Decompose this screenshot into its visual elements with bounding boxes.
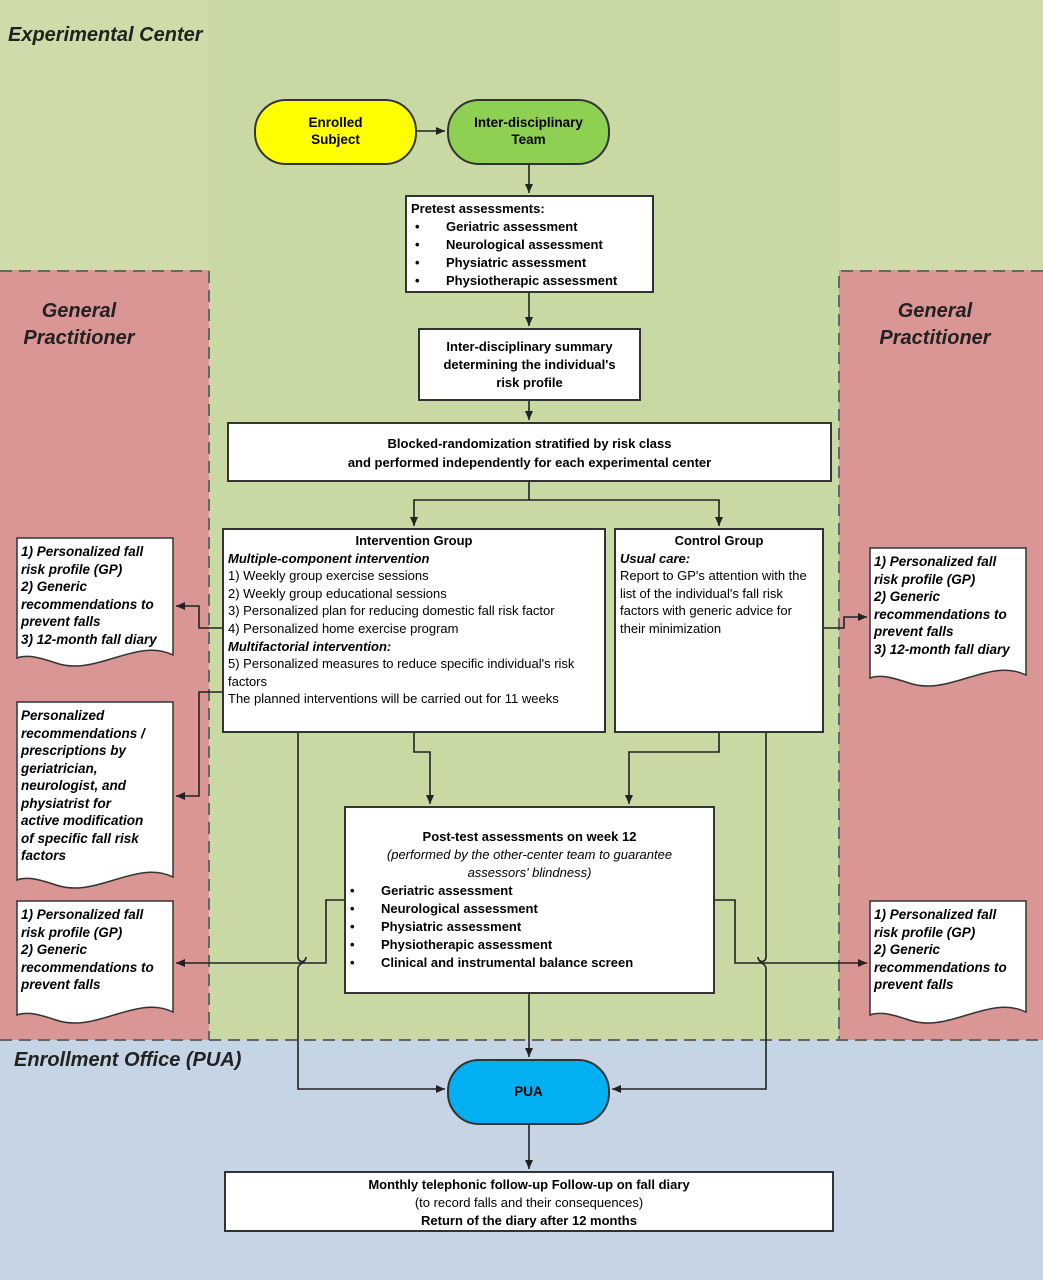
list-item: Physiatric assessment (411, 254, 648, 272)
intervention-group-box: Intervention Group Multiple-component in… (222, 528, 606, 733)
posttest-assessments-box: Post-test assessments on week 12 (perfor… (344, 806, 715, 994)
experimental-center-title: Experimental Center (8, 24, 203, 46)
intervention-duration-note: The planned interventions will be carrie… (228, 691, 559, 707)
list-item: Physiotherapic assessment (346, 936, 709, 954)
posttest-subtitle: (performed by the other-center team to g… (386, 847, 673, 880)
list-item: 3) Personalized plan for reducing domest… (228, 603, 555, 619)
enrollment-office-title: Enrollment Office (PUA) (14, 1049, 242, 1071)
pretest-assessments-box: Pretest assessments: Geriatric assessmen… (405, 195, 654, 293)
followup-line-1: Monthly telephonic follow-up Follow-up o… (368, 1177, 690, 1192)
control-group-title: Control Group (674, 533, 764, 548)
control-group-box: Control Group Usual care: Report to GP's… (614, 528, 824, 733)
list-item: Neurological assessment (346, 900, 709, 918)
list-item: Clinical and instrumental balance screen (346, 954, 709, 972)
multiple-component-heading: Multiple-component intervention (228, 550, 430, 566)
randomization-box: Blocked-randomization stratified by risk… (227, 422, 832, 482)
list-item: Neurological assessment (411, 236, 648, 254)
interdisciplinary-summary-box: Inter-disciplinary summary determining t… (418, 328, 641, 401)
followup-line-3: Return of the diary after 12 months (421, 1213, 637, 1228)
intervention-group-title: Intervention Group (355, 533, 473, 548)
control-group-text: Report to GP's attention with the list o… (620, 568, 807, 636)
list-item: Physiatric assessment (346, 918, 709, 936)
posttest-title: Post-test assessments on week 12 (422, 829, 637, 844)
pua-node: PUA (447, 1059, 610, 1125)
list-item: 1) Weekly group exercise sessions (228, 568, 429, 584)
pretest-title: Pretest assessments: (411, 201, 545, 216)
list-item: 5) Personalized measures to reduce speci… (228, 656, 575, 689)
list-item: 4) Personalized home exercise program (228, 620, 459, 636)
list-item: Geriatric assessment (411, 218, 648, 236)
list-item: 2) Weekly group educational sessions (228, 585, 447, 601)
general-practitioner-right-title: General Practitioner (879, 300, 991, 349)
multifactorial-heading: Multifactorial intervention: (228, 638, 392, 654)
general-practitioner-left-title: General Practitioner (23, 300, 135, 349)
followup-line-2: (to record falls and their consequences) (414, 1195, 644, 1210)
list-item: Physiotherapic assessment (411, 272, 648, 290)
followup-box: Monthly telephonic follow-up Follow-up o… (224, 1171, 834, 1232)
list-item: Geriatric assessment (346, 882, 709, 900)
usual-care-heading: Usual care: (620, 550, 691, 566)
